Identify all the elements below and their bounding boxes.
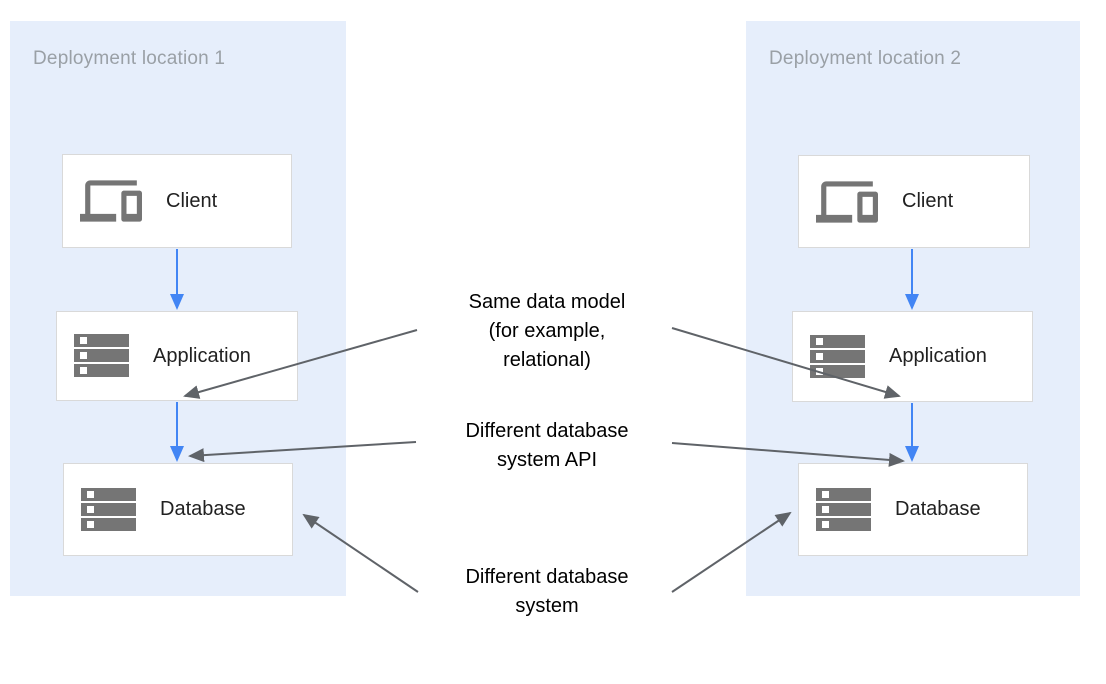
panel-title: Deployment location 1 [33,48,226,69]
node-label: Database [160,498,246,520]
node-label: Client [166,189,218,212]
annotation-same-data-model: Same data model (for example, relational… [468,291,626,371]
node-application: Application [56,311,298,401]
storage-icon [74,334,129,378]
storage-icon [816,487,871,532]
node-database: Database [798,463,1028,556]
node-database: Database [63,463,293,556]
node-label: Client [902,190,954,212]
panel-title: Deployment location 2 [769,48,962,69]
node-label: Application [889,345,987,367]
node-client: Client [798,155,1030,248]
devices-icon [80,180,142,222]
annotation-different-db-api: Different database system API [465,420,629,471]
annotation-different-db-system: Different database system [465,566,629,617]
storage-icon [81,487,136,532]
node-application: Application [792,311,1033,402]
node-client: Client [62,154,292,248]
storage-icon [810,334,865,379]
devices-icon [816,180,878,223]
node-label: Database [895,498,981,520]
node-label: Application [153,344,251,367]
